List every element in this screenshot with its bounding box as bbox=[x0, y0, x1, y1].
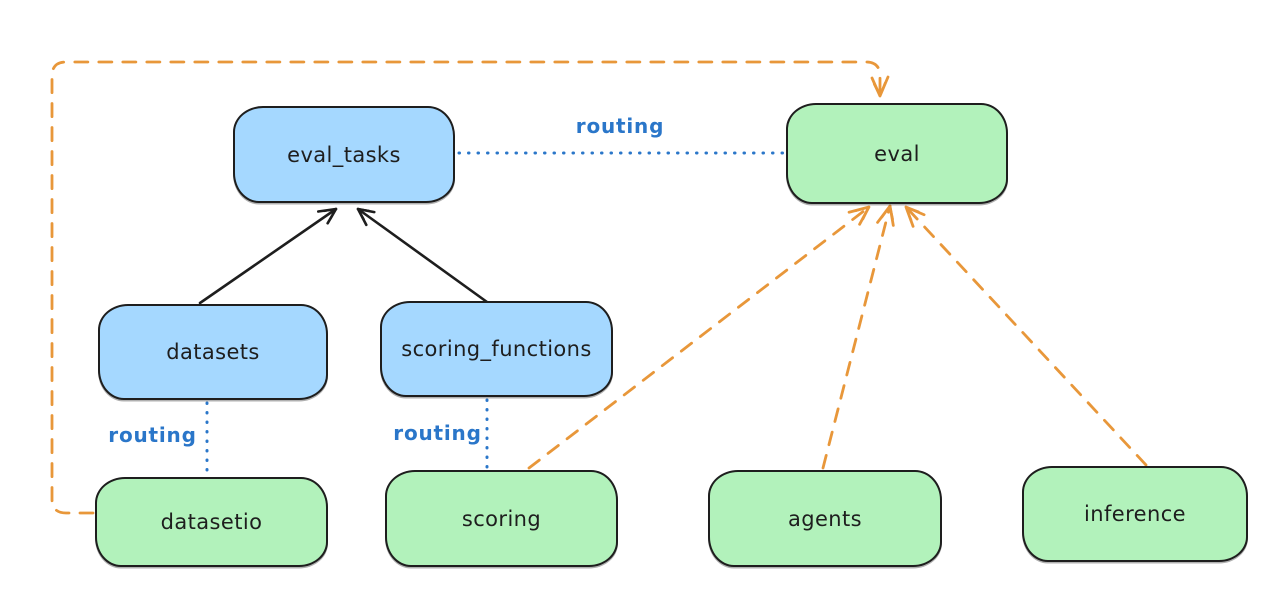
node-scoring-label: scoring bbox=[461, 506, 542, 531]
node-inference-label: inference bbox=[1084, 502, 1186, 526]
node-agents[interactable]: agents bbox=[708, 470, 942, 567]
node-eval[interactable]: eval bbox=[786, 103, 1008, 204]
edge-agents-to-eval bbox=[821, 204, 895, 470]
edge-datasets-to-eval-tasks bbox=[198, 207, 338, 305]
routing-label-scoring-functions-to-scoring: routing bbox=[393, 421, 482, 445]
node-datasets[interactable]: datasets bbox=[98, 304, 328, 400]
node-datasetio[interactable]: datasetio bbox=[95, 477, 328, 567]
node-eval-tasks[interactable]: eval_tasks bbox=[233, 106, 455, 203]
node-datasets-label: datasets bbox=[166, 340, 260, 364]
node-scoring[interactable]: scoring bbox=[385, 470, 618, 567]
routing-label-datasets-to-datasetio: routing bbox=[108, 423, 197, 447]
edge-inference-to-eval bbox=[904, 205, 1148, 467]
routing-label-eval-tasks-to-eval: routing bbox=[575, 114, 665, 138]
node-scoring-functions[interactable]: scoring_functions bbox=[380, 301, 613, 397]
node-eval-label: eval bbox=[874, 141, 920, 166]
node-inference[interactable]: inference bbox=[1022, 466, 1248, 562]
node-datasetio-label: datasetio bbox=[160, 510, 263, 534]
edge-scoring-functions-to-eval-tasks bbox=[356, 207, 489, 304]
node-scoring-functions-label: scoring_functions bbox=[401, 337, 592, 361]
node-agents-label: agents bbox=[787, 506, 862, 531]
node-eval-tasks-label: eval_tasks bbox=[287, 142, 401, 167]
